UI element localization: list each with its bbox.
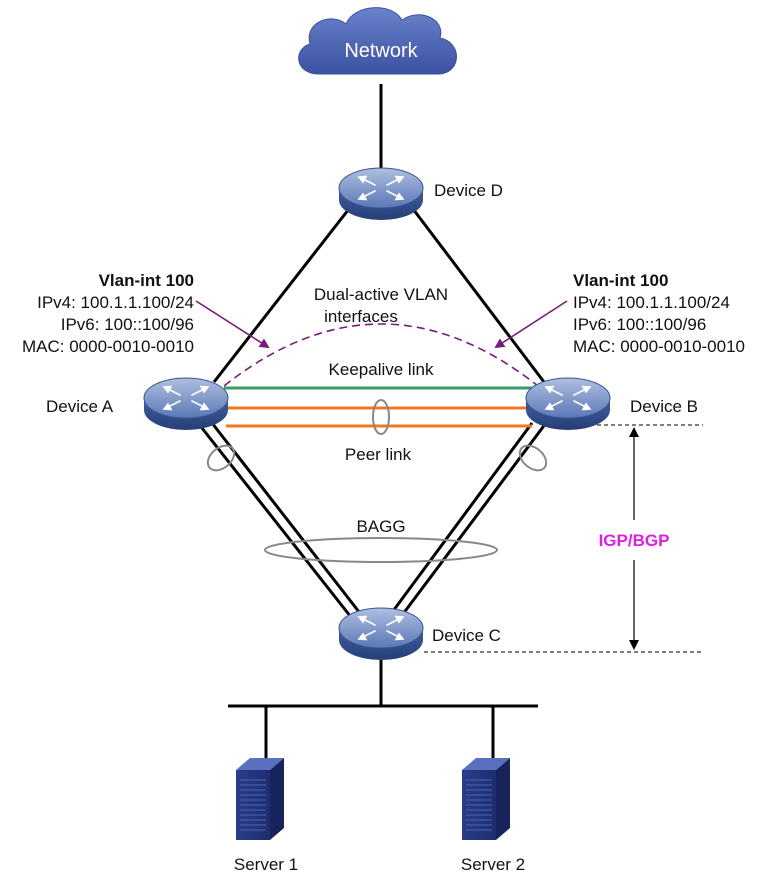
left-vlan-mac: MAC: 0000-0010-0010 [22, 337, 194, 356]
dual-active-label-line2: interfaces [324, 307, 398, 326]
right-vlan-title: Vlan-int 100 [573, 271, 668, 290]
left-vlan-ipv4: IPv4: 100.1.1.100/24 [37, 293, 194, 312]
right-vlan-info: Vlan-int 100 IPv4: 100.1.1.100/24 IPv6: … [573, 271, 745, 356]
device-a-aggregation-ellipse [206, 444, 236, 472]
bagg-ellipse [264, 537, 498, 563]
device-c-icon [338, 607, 424, 661]
server-2-label: Server 2 [461, 855, 525, 874]
peer-link-aggregation-ellipse [372, 399, 390, 435]
device-d-icon [338, 167, 424, 221]
device-b-aggregation-ellipse [518, 444, 548, 472]
right-vlan-mac: MAC: 0000-0010-0010 [573, 337, 745, 356]
left-vlan-title: Vlan-int 100 [99, 271, 194, 290]
igp-bgp-label: IGP/BGP [599, 531, 670, 550]
network-label: Network [344, 40, 418, 62]
bagg-links-device-a [196, 422, 372, 627]
left-vlan-arrow [195, 300, 270, 349]
device-b-icon [525, 377, 611, 431]
right-vlan-ipv6: IPv6: 100::100/96 [573, 315, 706, 334]
link-device-d-device-b [408, 204, 546, 383]
peer-link-label: Peer link [345, 445, 412, 464]
right-vlan-ipv4: IPv4: 100.1.1.100/24 [573, 293, 730, 312]
keepalive-label: Keepalive link [329, 360, 434, 379]
link-device-d-device-a [212, 204, 354, 383]
device-b-label: Device B [630, 397, 698, 416]
server-1-label: Server 1 [234, 855, 298, 874]
bagg-label: BAGG [356, 517, 405, 536]
server-1-icon [235, 757, 285, 841]
dual-active-arc [223, 323, 539, 387]
device-d-label: Device D [434, 181, 503, 200]
device-a-icon [143, 377, 229, 431]
dual-active-label-line1: Dual-active VLAN [314, 285, 448, 304]
device-c-label: Device C [432, 626, 501, 645]
network-cloud: Network [298, 7, 457, 75]
right-vlan-arrow [494, 300, 568, 349]
left-vlan-ipv6: IPv6: 100::100/96 [61, 315, 194, 334]
left-vlan-info: Vlan-int 100 IPv4: 100.1.1.100/24 IPv6: … [22, 271, 194, 356]
device-a-label: Device A [46, 397, 114, 416]
server-2-icon [461, 757, 511, 841]
